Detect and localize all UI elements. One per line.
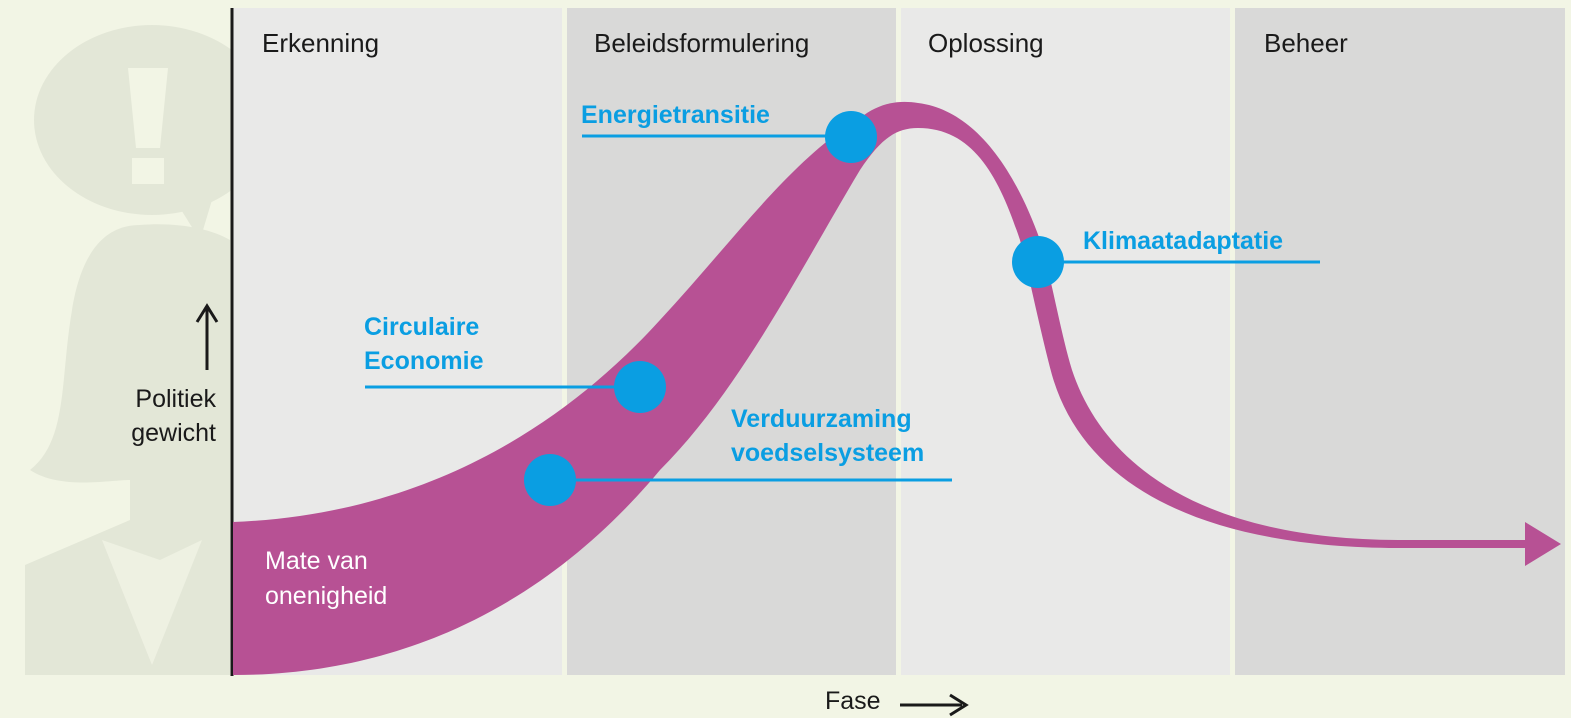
y-axis-label: Politiek gewicht bbox=[131, 382, 216, 450]
exclamation-mark-icon bbox=[128, 68, 168, 184]
topic-label-circulaire-line1: Circulaire bbox=[364, 313, 480, 341]
band-label: Mate van onenigheid bbox=[265, 544, 387, 614]
topic-label-circulaire-line2: Economie bbox=[364, 347, 484, 375]
y-axis-label-line1: Politiek bbox=[135, 385, 216, 413]
topic-label-klimaatadaptatie: Klimaatadaptatie bbox=[1083, 227, 1284, 255]
topic-label-verduurzaming-line1: Verduurzaming bbox=[731, 405, 912, 433]
person-with-exclamation-speech-bubble-icon bbox=[25, 25, 270, 675]
verduurzaming-dot bbox=[524, 454, 576, 506]
topic-label-circulaire-economie: Circulaire Economie bbox=[364, 310, 483, 378]
y-axis-label-line2: gewicht bbox=[131, 419, 216, 447]
y-axis-arrow-icon bbox=[195, 303, 219, 370]
phase-label-erkenning: Erkenning bbox=[262, 28, 380, 58]
x-axis-arrow-icon bbox=[900, 693, 969, 717]
phase-label-beheer: Beheer bbox=[1264, 28, 1348, 58]
phase-label-beleidsformulering: Beleidsformulering bbox=[594, 28, 810, 58]
klimaatadaptatie-dot bbox=[1012, 236, 1064, 288]
band-label-line2: onenigheid bbox=[265, 582, 388, 610]
topic-label-verduurzaming-voedselsysteem: Verduurzaming voedselsysteem bbox=[731, 402, 924, 470]
circulaire-economie-dot bbox=[614, 361, 666, 413]
topic-label-verduurzaming-line2: voedselsysteem bbox=[731, 439, 925, 467]
phase-column-beheer bbox=[1235, 8, 1565, 675]
band-label-line1: Mate van bbox=[265, 547, 368, 575]
disagreement-band bbox=[233, 101, 1561, 676]
phase-label-oplossing: Oplossing bbox=[928, 28, 1044, 58]
topic-label-energietransitie: Energietransitie bbox=[581, 101, 770, 129]
energietransitie-dot bbox=[825, 111, 877, 163]
x-axis-label: Fase bbox=[825, 687, 881, 715]
phase-column-oplossing bbox=[901, 8, 1230, 675]
